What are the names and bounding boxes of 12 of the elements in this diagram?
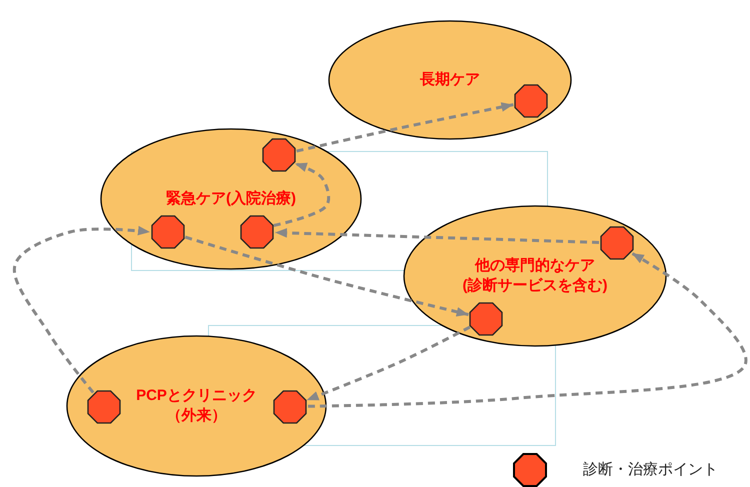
dashed-arrow [273, 162, 330, 227]
dashed-arrow [308, 252, 748, 408]
dashed-arrow [296, 102, 514, 153]
care-setting-label: 他の専門的なケア(診断サービスを含む) [462, 256, 608, 296]
dashed-arrow [306, 326, 471, 402]
dashed-arrow [184, 236, 469, 317]
care-setting-label: PCPとクリニック（外来） [135, 386, 258, 426]
dashed-arrow [274, 228, 600, 244]
dashed-arrow [12, 226, 150, 394]
care-setting-label: 緊急ケア(入院治療) [165, 188, 297, 209]
care-setting-label: 長期ケア [419, 70, 481, 90]
legend-label: 診断・治療ポイント [583, 460, 718, 479]
